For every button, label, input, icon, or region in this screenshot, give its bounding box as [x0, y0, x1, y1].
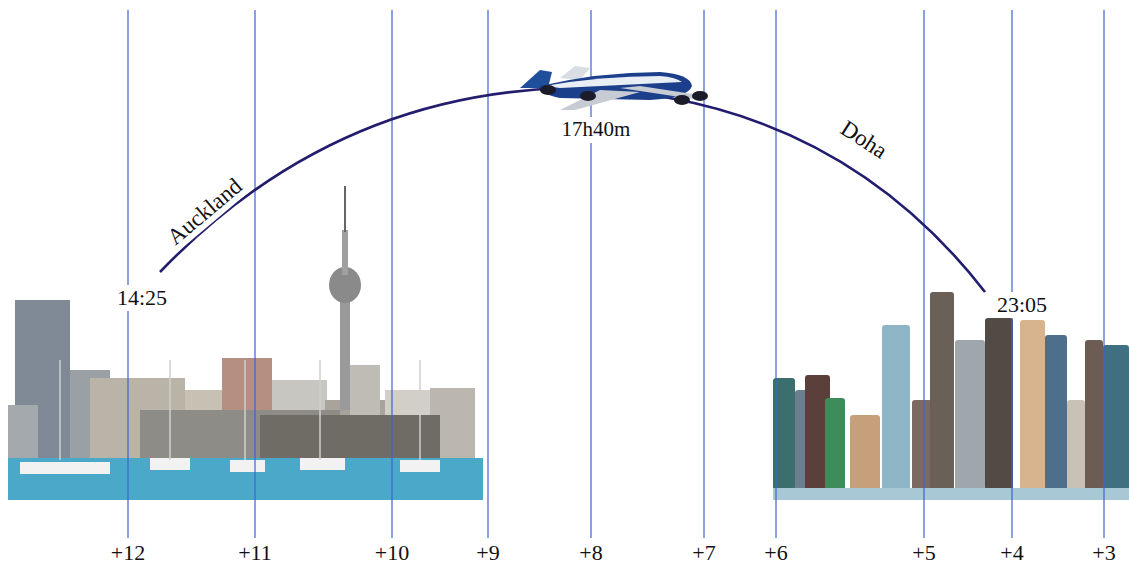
timezone-line	[391, 10, 392, 538]
arrival-time: 23:05	[993, 292, 1051, 318]
doha-photo	[773, 292, 1129, 500]
utc-offset: +12	[111, 541, 145, 565]
utc-offset: +4	[1000, 541, 1023, 565]
timezone-line	[1103, 10, 1104, 538]
timezone-line	[775, 10, 776, 538]
flight-duration: 17h40m	[558, 117, 635, 142]
utc-offset: +8	[579, 541, 602, 565]
timezone-line	[1011, 10, 1012, 538]
destination-city: Doha	[832, 113, 895, 167]
utc-offset: +6	[764, 541, 787, 565]
timezone-line	[127, 10, 128, 538]
utc-offset: +3	[1092, 541, 1115, 565]
utc-offset: +5	[912, 541, 935, 565]
timezone-line	[703, 10, 704, 538]
utc-offset: +7	[692, 541, 715, 565]
timezone-line	[487, 10, 488, 538]
airplane	[500, 66, 708, 110]
utc-offset: +10	[375, 541, 409, 565]
timezone-line	[923, 10, 924, 538]
flight-arc	[160, 88, 985, 292]
auckland-photo	[8, 180, 483, 500]
timezone-line	[254, 10, 255, 538]
utc-offset: +11	[238, 541, 272, 565]
utc-offset: +9	[476, 541, 499, 565]
departure-time: 14:25	[113, 285, 171, 311]
